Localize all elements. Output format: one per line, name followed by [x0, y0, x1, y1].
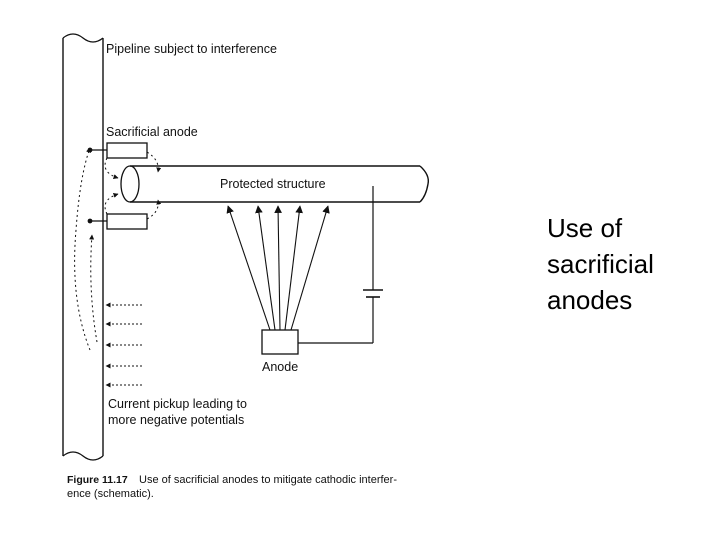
protected-structure-label: Protected structure [220, 177, 326, 191]
figure-caption-line1: Use of sacrificial anodes to mitigate ca… [139, 474, 397, 486]
pipeline-label: Pipeline subject to interference [106, 42, 277, 56]
current-pickup-label-line1: Current pickup leading to [108, 397, 247, 411]
sacrificial-anode-lower [87, 213, 148, 230]
anode-label: Anode [262, 360, 298, 374]
sacrificial-anode-label: Sacrificial anode [106, 125, 198, 139]
sacrificial-anode-upper [87, 142, 148, 159]
current-pickup-label-line2: more negative potentials [108, 413, 244, 427]
protected-structure-cylinder [120, 165, 430, 203]
anode-current-arrows [226, 205, 330, 331]
dc-source-circuit [298, 186, 383, 344]
figure-caption-line2: ence (schematic). [67, 488, 154, 500]
slide-title-line2: sacrificial [547, 249, 654, 279]
slide-title: Use of sacrificial anodes [547, 210, 717, 318]
interfering-pipeline [62, 33, 104, 461]
slide-title-line1: Use of [547, 213, 623, 243]
anode-box [261, 329, 299, 355]
slide-title-line3: anodes [547, 285, 633, 315]
anode-current-flow [104, 151, 162, 220]
figure-caption-label: Figure 11.17 [67, 474, 128, 486]
current-pickup-arrows [105, 302, 142, 388]
